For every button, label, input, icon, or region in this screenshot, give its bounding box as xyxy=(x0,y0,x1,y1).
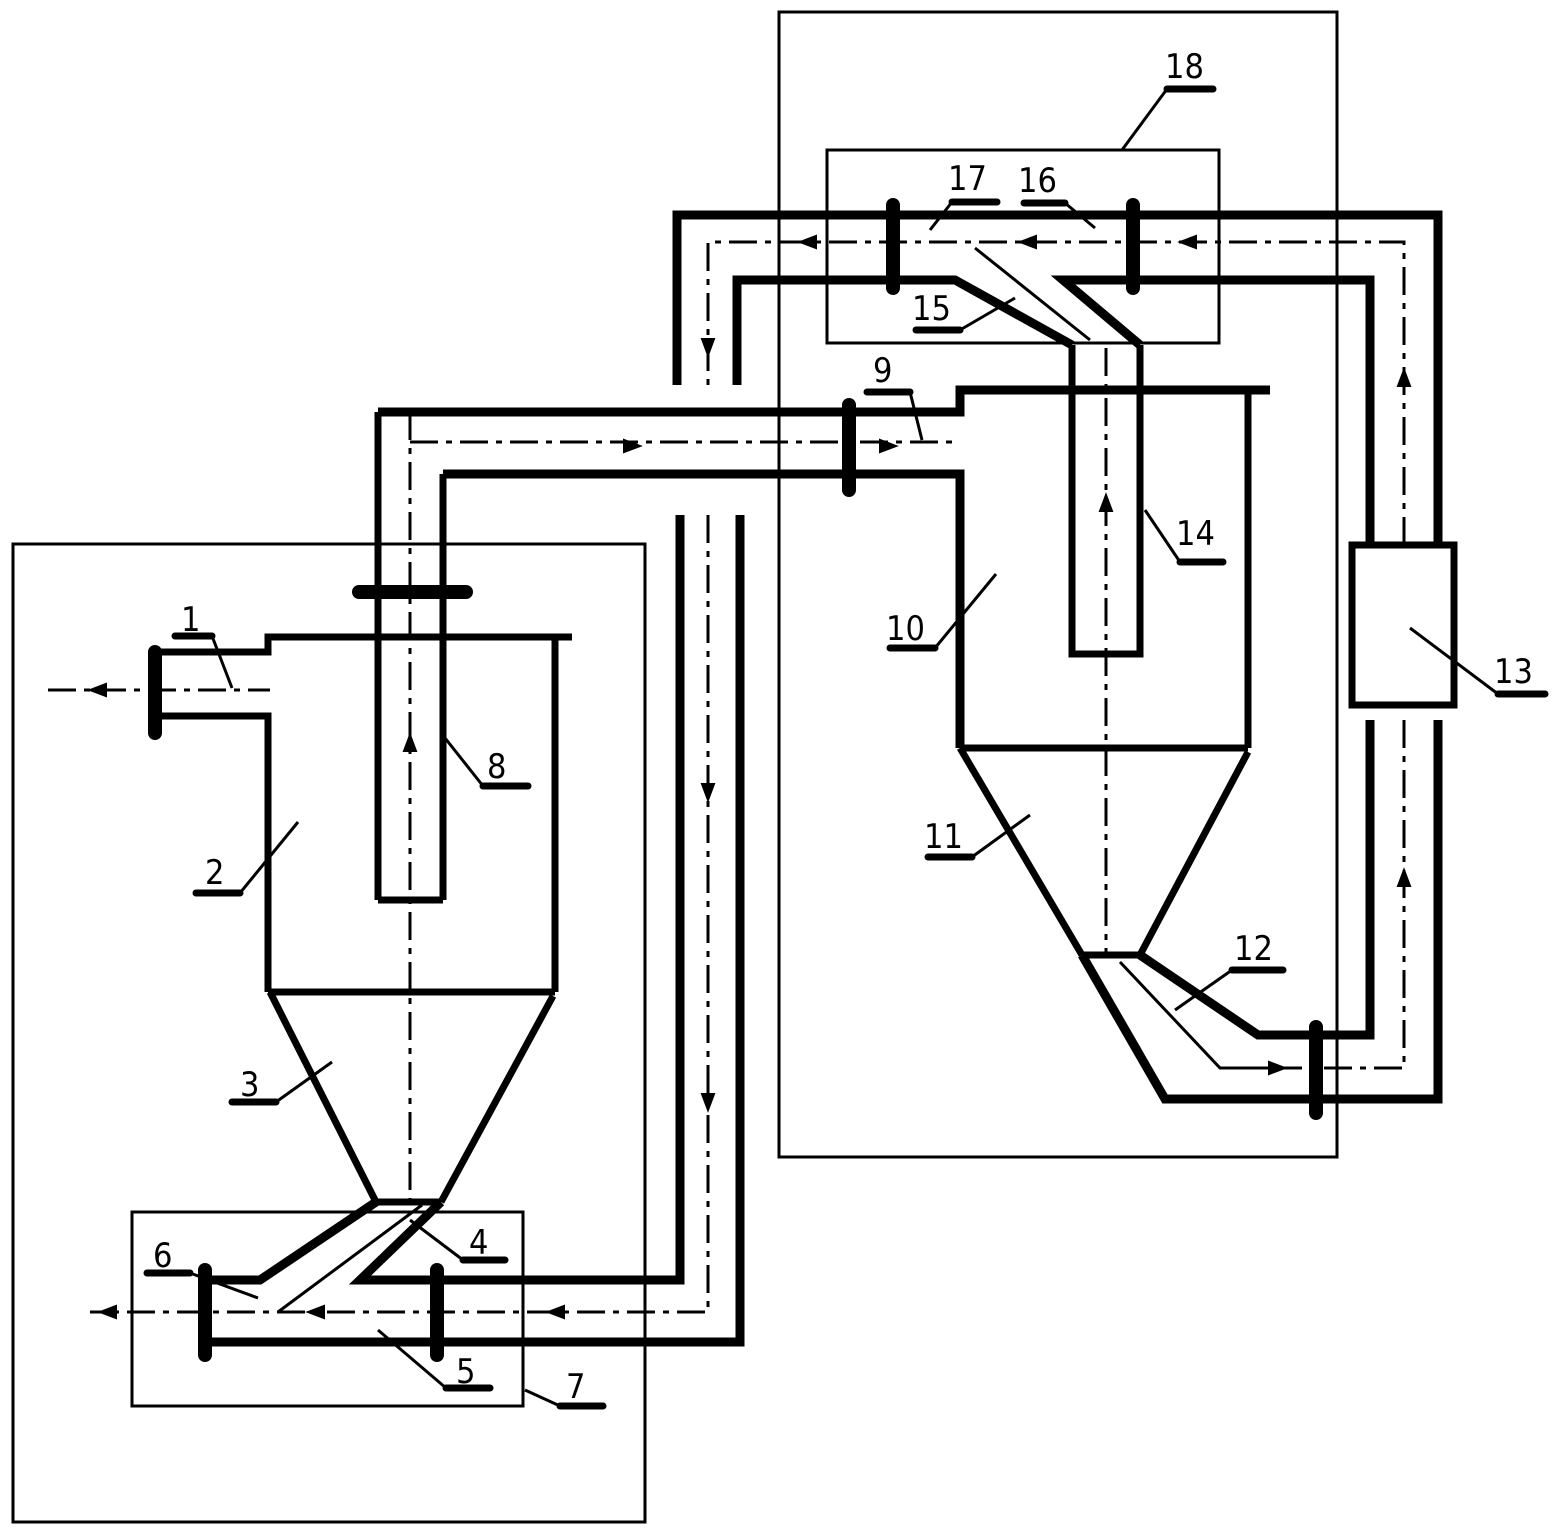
label-13: 13 xyxy=(1409,626,1549,698)
enclosure-right xyxy=(777,10,1339,1159)
svg-text:9: 9 xyxy=(873,351,892,391)
label-7: 7 xyxy=(524,1367,607,1410)
svg-text:3: 3 xyxy=(240,1065,259,1105)
label-16: 16 xyxy=(1018,161,1096,230)
cyclone-right xyxy=(956,345,1252,959)
svg-text:18: 18 xyxy=(1165,47,1204,87)
svg-text:8: 8 xyxy=(487,747,506,787)
enclosure-left xyxy=(11,542,647,1524)
svg-text:11: 11 xyxy=(924,817,963,857)
top-inner-duct xyxy=(732,275,1075,385)
svg-text:7: 7 xyxy=(566,1367,585,1407)
flow-arrows xyxy=(87,234,1412,1320)
return-line-upper xyxy=(1050,275,1375,545)
top-thin-line xyxy=(974,246,1091,342)
svg-text:12: 12 xyxy=(1234,929,1273,969)
label-14: 14 xyxy=(1143,509,1227,566)
box-7 xyxy=(130,1210,525,1408)
discharge-left xyxy=(198,515,745,1362)
svg-text:2: 2 xyxy=(205,853,224,893)
discharge-right xyxy=(1078,720,1443,1120)
label-9: 9 xyxy=(863,351,924,441)
svg-text:13: 13 xyxy=(1494,652,1533,692)
svg-text:1: 1 xyxy=(181,600,200,640)
svg-text:5: 5 xyxy=(456,1352,475,1392)
label-10: 10 xyxy=(886,573,998,652)
svg-text:14: 14 xyxy=(1176,514,1215,554)
label-18: 18 xyxy=(1120,47,1217,151)
label-11: 11 xyxy=(924,813,1031,861)
component-13 xyxy=(1348,541,1458,709)
label-12: 12 xyxy=(1174,929,1287,1012)
svg-text:16: 16 xyxy=(1018,161,1057,201)
label-4: 4 xyxy=(409,1218,509,1264)
box-18 xyxy=(825,148,1221,345)
label-2: 2 xyxy=(192,821,300,897)
label-5: 5 xyxy=(377,1328,494,1392)
flow-centerlines xyxy=(48,240,1406,1314)
svg-text:15: 15 xyxy=(912,289,951,329)
svg-text:6: 6 xyxy=(153,1236,172,1276)
label-6: 6 xyxy=(143,1236,259,1300)
svg-text:17: 17 xyxy=(948,159,987,199)
svg-text:10: 10 xyxy=(886,609,925,649)
svg-text:4: 4 xyxy=(469,1223,488,1263)
label-15: 15 xyxy=(912,289,1016,334)
return-line-outer xyxy=(672,210,1443,545)
connecting-duct xyxy=(378,385,1270,748)
cyclone-left xyxy=(155,412,572,1206)
label-17: 17 xyxy=(928,159,1001,231)
label-8: 8 xyxy=(443,737,532,790)
label-1: 1 xyxy=(171,600,234,689)
label-3: 3 xyxy=(228,1060,333,1106)
